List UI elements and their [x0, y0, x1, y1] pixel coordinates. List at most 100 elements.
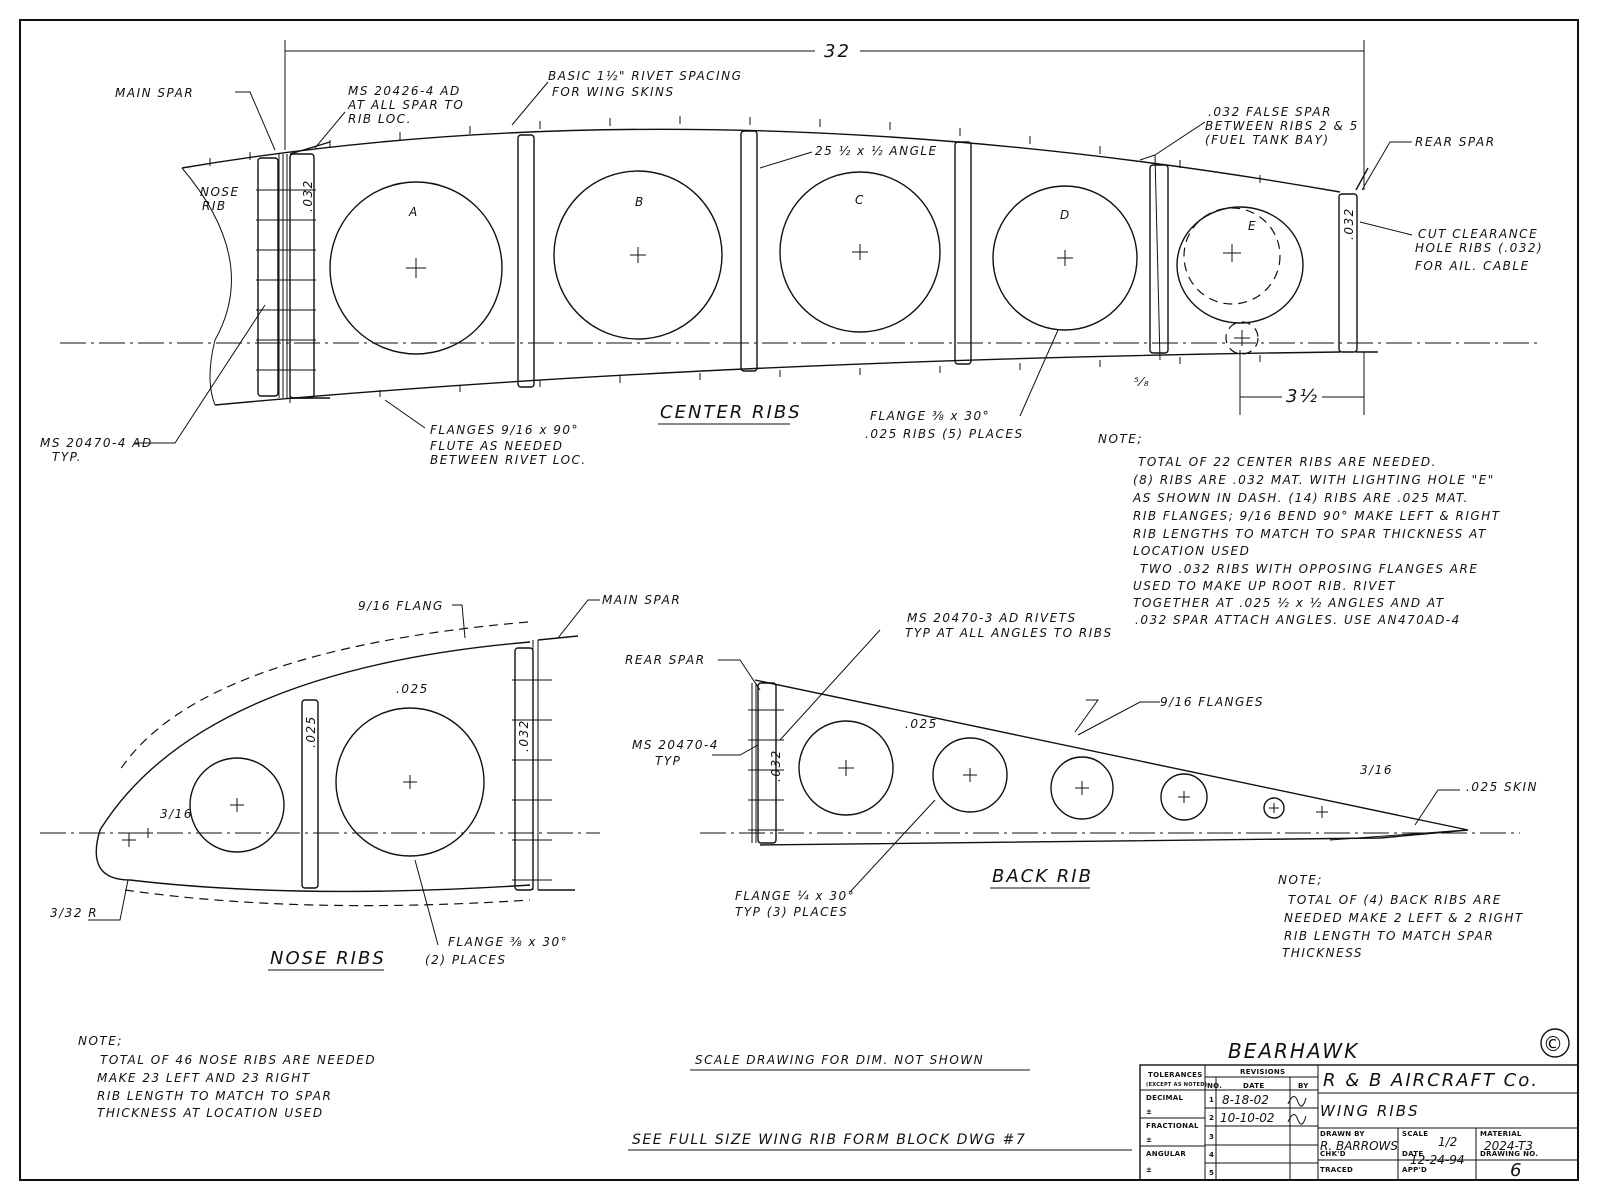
- tb-pm-3: ±: [1146, 1166, 1152, 1174]
- dim-32: 32: [824, 41, 851, 62]
- nose-ribs-title: NOSE RIBS: [270, 948, 386, 969]
- back-note-line: THICKNESS: [1282, 946, 1363, 960]
- nose-note-line: THICKNESS AT LOCATION USED: [97, 1106, 324, 1120]
- spar-thickness: .032: [301, 179, 315, 212]
- back-rib-view: [700, 629, 1520, 893]
- center-note-line: .032 SPAR ATTACH ANGLES. USE AN470AD-4: [1135, 613, 1461, 627]
- title-block: [1139, 1064, 1579, 1181]
- nose-rib-2: RIB: [202, 199, 227, 213]
- tb-angular: ANGULAR: [1146, 1150, 1186, 1158]
- false-spar-2: BETWEEN RIBS 2 & 5: [1205, 119, 1359, 133]
- clearance-1: CUT CLEARANCE: [1418, 227, 1538, 241]
- rear-thickness: .032: [1342, 207, 1356, 240]
- center-note-line: RIB FLANGES; 9/16 BEND 90° MAKE LEFT & R…: [1133, 509, 1501, 523]
- tb-material: 2024-T3: [1484, 1139, 1533, 1153]
- tb-rev-num: 5: [1209, 1169, 1214, 1177]
- scale-note: SCALE DRAWING FOR DIM. NOT SHOWN: [695, 1053, 984, 1067]
- tb-rev-num: 2: [1209, 1114, 1214, 1122]
- nose-radius: 3/32 R: [50, 906, 98, 920]
- tb-by: BY: [1298, 1082, 1309, 1090]
- nose-note-line: TOTAL OF 46 NOSE RIBS ARE NEEDED: [100, 1053, 376, 1067]
- back-rivets-1: MS 20470-3 AD RIVETS: [907, 611, 1077, 625]
- copyright-icon: ©: [1543, 1032, 1563, 1056]
- tb-revisions: REVISIONS: [1240, 1068, 1285, 1076]
- tb-scale: 1/2: [1438, 1135, 1457, 1149]
- tb-drawing-no: 6: [1510, 1160, 1523, 1181]
- flanges-3: BETWEEN RIVET LOC.: [430, 453, 587, 467]
- back-thk-025: .025: [905, 717, 938, 731]
- back-note-line: RIB LENGTH TO MATCH SPAR: [1284, 929, 1494, 943]
- back-flanges: 9/16 FLANGES: [1160, 695, 1264, 709]
- center-note-line: LOCATION USED: [1133, 544, 1250, 558]
- center-note-line: TOTAL OF 22 CENTER RIBS ARE NEEDED.: [1138, 455, 1437, 469]
- tb-date-label: DATE: [1402, 1150, 1423, 1158]
- back-flange-1: FLANGE ¼ x 30°: [735, 889, 855, 903]
- nose-rib-1: NOSE: [200, 185, 240, 199]
- tb-date-value: 12-24-94: [1410, 1153, 1464, 1167]
- flanges-2: FLUTE AS NEEDED: [430, 439, 563, 453]
- nose-note-line: MAKE 23 LEFT AND 23 RIGHT: [97, 1071, 311, 1085]
- tb-no: NO.: [1207, 1082, 1222, 1090]
- dim-3-5: 3½: [1286, 386, 1319, 407]
- back-note-line: NEEDED MAKE 2 LEFT & 2 RIGHT: [1284, 911, 1524, 925]
- back-note-line: TOTAL OF (4) BACK RIBS ARE: [1288, 893, 1502, 907]
- nose-note-line: RIB LENGTH TO MATCH TO SPAR: [97, 1089, 332, 1103]
- nose-flange-1: FLANGE ⅜ x 30°: [448, 935, 568, 949]
- nose-thk-025-vertical: .025: [304, 715, 318, 748]
- hole-c: C: [855, 193, 865, 207]
- angle-label: 25 ½ x ½ ANGLE: [815, 144, 938, 158]
- flange-38-2: .025 RIBS (5) PLACES: [865, 427, 1024, 441]
- false-spar-3: (FUEL TANK BAY): [1205, 133, 1330, 147]
- rivet-note-2: AT ALL SPAR TO: [347, 98, 464, 112]
- nose-main-spar: MAIN SPAR: [602, 593, 681, 607]
- tb-rev-num: 3: [1209, 1133, 1214, 1141]
- nose-thk-032-vertical: .032: [517, 719, 531, 752]
- flange-38-1: FLANGE ⅜ x 30°: [870, 409, 990, 423]
- rivet-note-3: RIB LOC.: [348, 112, 412, 126]
- tb-decimal: DECIMAL: [1146, 1094, 1184, 1102]
- tb-tolerances: TOLERANCES: [1148, 1071, 1203, 1079]
- nose-thk-025: .025: [396, 682, 429, 696]
- center-note-line: RIB LENGTHS TO MATCH TO SPAR THICKNESS A…: [1133, 527, 1487, 541]
- false-spar-1: .032 FALSE SPAR: [1208, 105, 1332, 119]
- center-note-title: NOTE;: [1098, 432, 1143, 446]
- tb-rev-num: 4: [1209, 1151, 1214, 1159]
- nose-flang-label: 9/16 FLANG: [358, 599, 444, 613]
- tb-rev-num: 1: [1209, 1096, 1214, 1104]
- nose-flange-2: (2) PLACES: [425, 953, 507, 967]
- center-ribs-title: CENTER RIBS: [660, 402, 802, 423]
- form-block-note: SEE FULL SIZE WING RIB FORM BLOCK DWG #7: [632, 1132, 1026, 1148]
- ms20470-2: TYP.: [52, 450, 82, 464]
- dim-5-8: ⁵⁄₈: [1134, 375, 1150, 389]
- clearance-3: FOR AIL. CABLE: [1415, 259, 1530, 273]
- hole-e: E: [1248, 219, 1257, 233]
- nose-dim-3-16: 3/16: [160, 807, 193, 821]
- back-thk-032-vertical: .032: [769, 749, 783, 782]
- tb-scale-label: SCALE: [1402, 1130, 1428, 1138]
- center-note-line: TWO .032 RIBS WITH OPPOSING FLANGES ARE: [1140, 562, 1478, 576]
- back-ms20470-1: MS 20470-4: [632, 738, 719, 752]
- tb-pm-1: ±: [1146, 1108, 1152, 1116]
- rivet-note-1: MS 20426-4 AD: [348, 84, 461, 98]
- nose-ribs-view: [40, 599, 600, 946]
- hole-b: B: [635, 195, 645, 209]
- tb-drawing-no-label: DRAWING NO.: [1480, 1150, 1538, 1158]
- clearance-2: HOLE RIBS (.032): [1415, 241, 1543, 255]
- tb-except: (EXCEPT AS NOTED): [1146, 1082, 1207, 1088]
- back-flange-2: TYP (3) PLACES: [735, 905, 848, 919]
- nose-note-title: NOTE;: [78, 1034, 123, 1048]
- back-dim-3-16: 3/16: [1360, 763, 1393, 777]
- hole-a: A: [408, 205, 419, 219]
- back-note-title: NOTE;: [1278, 873, 1323, 887]
- tb-rev-date: 8-18-02: [1222, 1093, 1269, 1107]
- tb-fractional: FRACTIONAL: [1146, 1122, 1199, 1130]
- brand-name: BEARHAWK: [1228, 1039, 1359, 1063]
- tb-date: DATE: [1243, 1082, 1264, 1090]
- tb-company: R & B AIRCRAFT Co.: [1323, 1070, 1539, 1091]
- flanges-1: FLANGES 9/16 x 90°: [430, 423, 579, 437]
- tb-drawn-by: R. BARROWS: [1320, 1139, 1398, 1153]
- back-rivets-2: TYP AT ALL ANGLES TO RIBS: [905, 626, 1113, 640]
- tb-drawing-title: WING RIBS: [1320, 1102, 1420, 1120]
- tb-material-label: MATERIAL: [1480, 1130, 1522, 1138]
